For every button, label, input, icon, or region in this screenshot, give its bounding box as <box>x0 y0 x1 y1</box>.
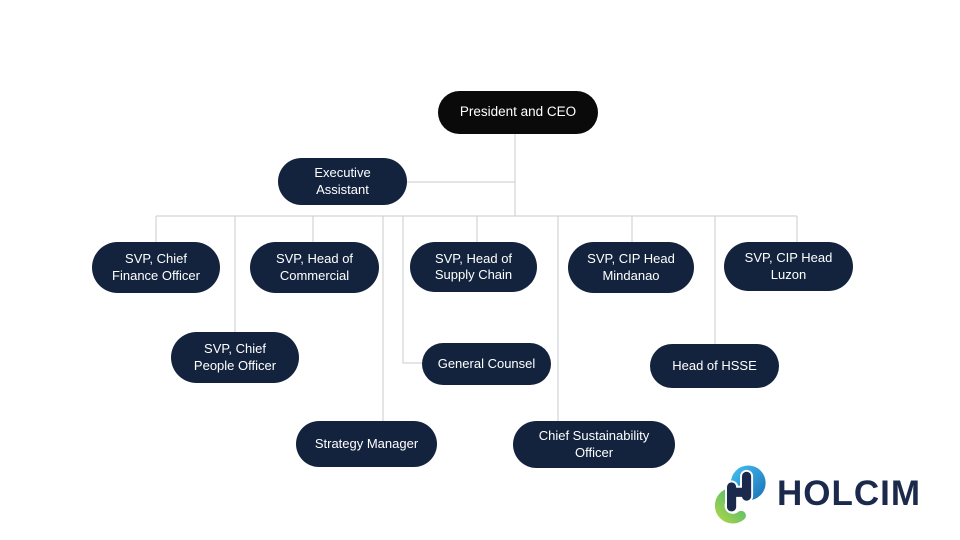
org-node-svp-cip-head-luzon: SVP, CIP Head Luzon <box>724 242 853 291</box>
org-node-label: SVP, CIP Head Luzon <box>744 250 833 282</box>
org-node-label: SVP, CIP Head Mindanao <box>587 251 675 283</box>
org-node-svp-cip-head-mindanao: SVP, CIP Head Mindanao <box>568 242 694 293</box>
org-node-label: SVP, Head of Supply Chain <box>434 250 513 283</box>
org-node-svp-chief-finance-officer: SVP, Chief Finance Officer <box>92 242 220 293</box>
org-node-label: Chief Sustainability Officer <box>538 428 650 460</box>
org-node-label: SVP, Head of Commercial <box>275 251 354 283</box>
org-node-svp-head-of-commercial: SVP, Head of Commercial <box>250 242 379 293</box>
holcim-logo: HOLCIM <box>712 462 921 526</box>
holcim-logo-icon <box>714 465 766 524</box>
org-node-label: SVP, Chief Finance Officer <box>112 251 200 283</box>
org-node-svp-chief-people-officer: SVP, Chief People Officer <box>171 332 299 383</box>
org-node-executive-assistant: Executive Assistant <box>278 158 407 205</box>
org-node-label: Head of HSSE <box>672 357 757 373</box>
holcim-wordmark: HOLCIM <box>777 474 922 513</box>
org-node-strategy-manager: Strategy Manager <box>296 421 437 467</box>
org-node-head-of-hsse: Head of HSSE <box>650 344 779 388</box>
connector-paths <box>155 134 798 421</box>
org-node-label: President and CEO <box>459 104 577 120</box>
org-node-chief-sustainability-officer: Chief Sustainability Officer <box>513 421 675 468</box>
org-node-label: Executive Assistant <box>314 165 371 197</box>
org-node-label: General Counsel <box>437 355 536 371</box>
org-node-label: Strategy Manager <box>314 435 419 451</box>
org-node-svp-head-of-supply-chain: SVP, Head of Supply Chain <box>410 242 537 292</box>
org-node-label: SVP, Chief People Officer <box>193 341 277 373</box>
org-node-general-counsel: General Counsel <box>422 343 551 385</box>
org-node-president-ceo: President and CEO <box>438 91 598 134</box>
